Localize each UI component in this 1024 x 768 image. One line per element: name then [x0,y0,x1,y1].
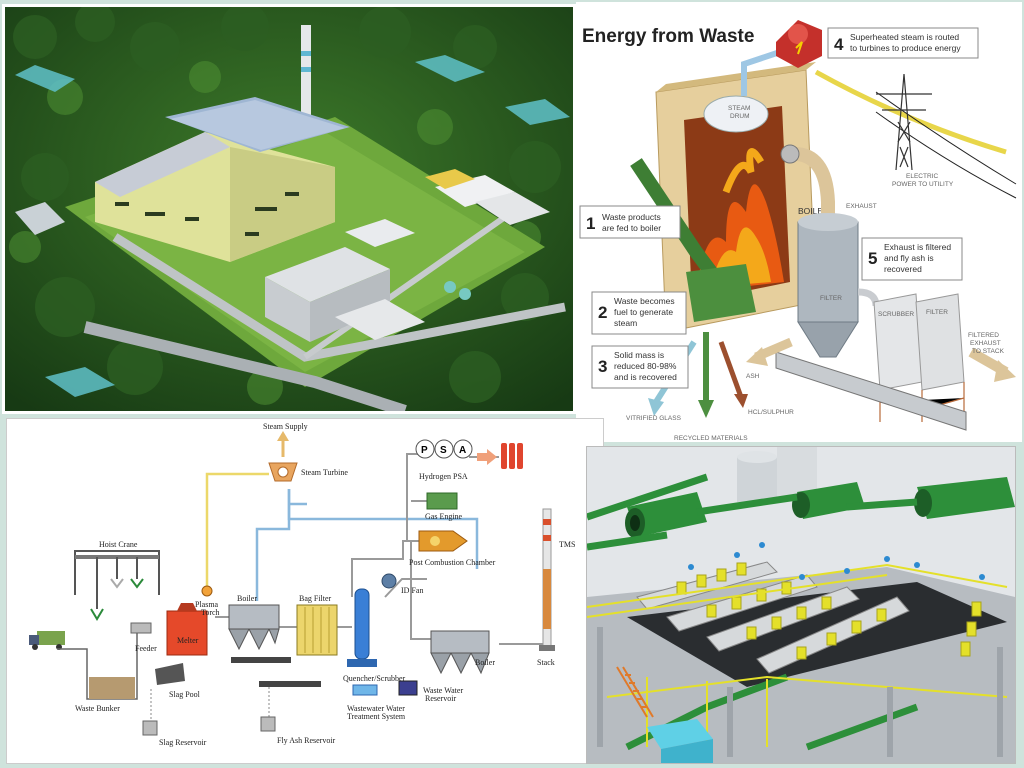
step-2-line-3: steam [614,318,637,328]
hydrogen-psa-icon: P S A [415,439,473,459]
steam-supply-label: Steam Supply [263,422,308,431]
psa-letter-a: A [459,445,466,456]
filter2-label: FILTER [926,309,948,316]
sorting-facility-illustration [587,447,1015,763]
step-3-number: 3 [598,357,607,376]
wwr-label-1: Waste Water [423,686,463,695]
recycled-label: RECYCLED MATERIALS [674,435,748,442]
step-4-number: 4 [834,35,844,54]
steam-drum-label-2: DRUM [730,113,750,120]
melter-label: Melter [177,636,199,645]
electric-label-1: ELECTRIC [906,173,938,180]
steam-turbine-label: Steam Turbine [301,468,348,477]
step-3-line-1: Solid mass is [614,350,664,360]
id-fan-icon [381,573,397,589]
fly-ash-reservoir-label: Fly Ash Reservoir [277,736,336,745]
step-1-callout: 1 Waste products are fed to boiler [579,205,681,239]
step-5-line-1: Exhaust is filtered [884,242,951,252]
wwts-label-1: Wastewater Water [347,704,405,713]
step-2-line-1: Waste becomes [614,296,675,306]
psa-letter-s: S [440,445,447,456]
steam-turbine-icon [268,462,298,482]
filtered-label-3: TO STACK [972,348,1005,355]
scrubber-label: SCRUBBER [878,311,914,318]
post-combustion-chamber-icon [418,530,468,552]
step-4-line-2: to turbines to produce energy [850,43,961,53]
gas-engine-label: Gas Engine [425,512,463,521]
step-2-callout: 2 Waste becomes fuel to generate steam [591,291,687,335]
filtered-label-2: EXHAUST [970,340,1001,347]
id-fan-label: ID Fan [401,586,423,595]
bag-filter-label: Bag Filter [299,594,332,603]
step-5-line-3: recovered [884,264,922,274]
slag-reservoir-icon [142,720,158,736]
energy-from-waste-diagram: Energy from Waste STEAM DRUM BOILER [579,20,1017,442]
turbine-icon [776,20,822,68]
slag-pool-label: Slag Pool [169,690,201,699]
step-2-line-2: fuel to generate [614,307,673,317]
power-pylon-icon [876,73,932,171]
boiler-right-label: Boiler [475,658,495,667]
aerial-plant-illustration [5,7,573,411]
filter-label: FILTER [820,295,842,302]
step-1-line-1: Waste products [602,212,661,222]
hcl-label: HCL/SULPHUR [748,409,794,416]
fly-ash-reservoir-icon [260,716,276,732]
boiler-right-icon [430,630,490,675]
ash-label: ASH [746,373,760,380]
feeder-icon [130,622,152,634]
step-1-number: 1 [586,214,595,233]
psa-letter-p: P [421,445,428,456]
plasma-torch-label-1: Plasma [195,600,219,609]
step-4-line-1: Superheated steam is routed [850,32,959,42]
hydrogen-psa-label: Hydrogen PSA [419,472,468,481]
bag-filter-icon [296,604,338,656]
vitrified-label: VITRIFIED GLASS [626,415,682,422]
wwts-label-2: Treatment System [347,712,406,721]
sorting-facility-render [586,446,1016,764]
post-combustion-label: Post Combustion Chamber [409,558,496,567]
waste-bunker-label: Waste Bunker [75,704,120,713]
plasma-process-diagram: Steam Supply Steam Turbine P S A Hydroge… [6,418,604,764]
step-5-callout: 5 Exhaust is filtered and fly ash is rec… [861,237,963,281]
electric-label-2: POWER TO UTILITY [892,181,954,188]
tms-label: TMS [559,540,575,549]
trommel-drum-icon [625,492,707,538]
step-1-line-2: are fed to boiler [602,223,661,233]
slag-reservoir-label: Slag Reservoir [159,738,207,747]
step-3-line-2: reduced 80-98% [614,361,677,371]
step-3-line-3: and is recovered [614,372,677,382]
gas-cylinders-icon [501,443,523,469]
hoist-crane-label: Hoist Crane [99,540,138,549]
energy-title: Energy from Waste [582,26,754,47]
steam-drum-label-1: STEAM [728,105,750,112]
boiler-label: BOILER [798,206,829,216]
step-4-callout: 4 Superheated steam is routed to turbine… [827,27,979,59]
energy-from-waste-infographic: Energy from Waste STEAM DRUM BOILER [576,2,1022,442]
stack-icon [539,508,555,651]
boiler-left-icon [228,604,280,651]
plasma-process-flow: Steam Supply Steam Turbine P S A Hydroge… [7,419,603,763]
exhaust-label: EXHAUST [846,203,877,210]
step-5-line-2: and fly ash is [884,253,934,263]
quencher-scrubber-icon [347,588,377,667]
aerial-plant-render [2,4,576,414]
hoist-crane-icon [74,550,160,609]
feeder-label: Feeder [135,644,157,653]
quencher-label: Quencher/Scrubber [343,674,406,683]
step-3-callout: 3 Solid mass is reduced 80-98% and is re… [591,345,689,389]
wwr-label-2: Reservoir [425,694,456,703]
melter-icon [166,603,208,656]
gas-engine-icon [426,492,458,510]
step-2-number: 2 [598,303,607,322]
stack-label: Stack [537,658,555,667]
filtered-label-1: FILTERED [968,332,999,339]
boiler-left-label: Boiler [237,594,257,603]
step-5-number: 5 [868,249,877,268]
plasma-torch-label-2: Torch [201,608,220,617]
